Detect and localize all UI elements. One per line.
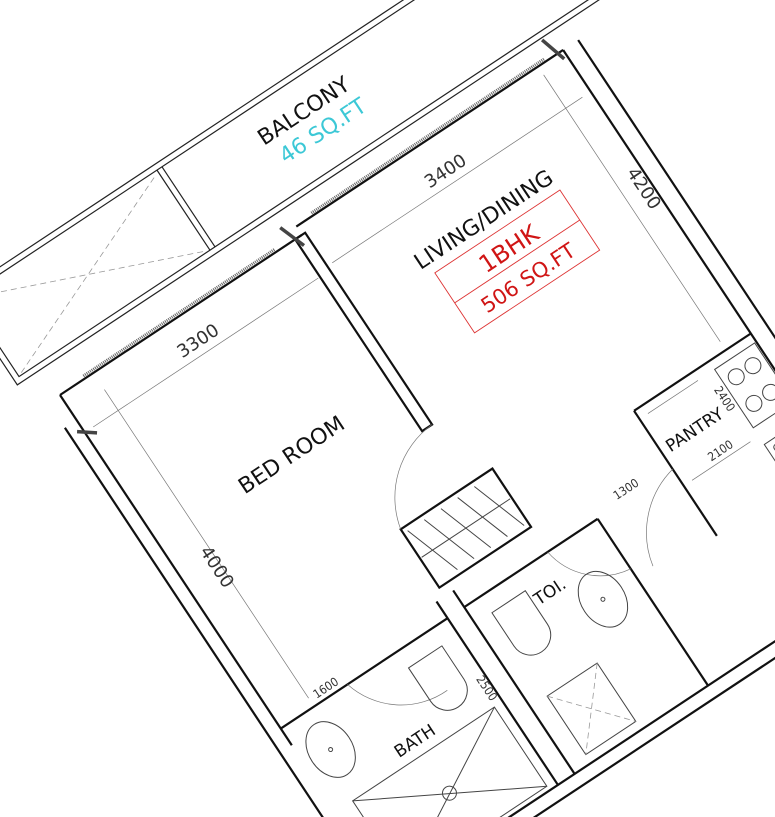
dim-living-depth: 4200 <box>622 164 665 214</box>
dimension-lines <box>76 38 751 699</box>
dim-bath-width: 1600 <box>311 674 342 701</box>
dim-bedroom-depth: 4000 <box>195 542 238 592</box>
dim-bath-depth: 2500 <box>473 673 500 704</box>
toilet-fixtures <box>491 570 637 756</box>
dim-pantry-width: 2100 <box>705 437 736 464</box>
bedroom-door-swing <box>394 424 433 530</box>
bath-door-swing <box>347 684 448 706</box>
wardrobe <box>407 486 525 571</box>
kitchen-sink <box>763 417 775 496</box>
dim-living-width: 3400 <box>421 150 471 193</box>
living-window <box>310 57 546 215</box>
bedroom-label: BED ROOM <box>234 411 349 499</box>
main-door-swing <box>646 468 673 567</box>
dim-bedroom-width: 3300 <box>173 320 223 363</box>
toilet-label: TOI. <box>530 574 570 610</box>
exterior-walls <box>59 39 775 817</box>
balcony <box>0 0 602 386</box>
bath-fixtures <box>305 645 548 817</box>
bath-label: BATH <box>391 721 440 763</box>
interior-walls <box>280 231 752 786</box>
bedroom-window <box>82 247 276 378</box>
dim-pantry-door: 1300 <box>611 476 642 503</box>
